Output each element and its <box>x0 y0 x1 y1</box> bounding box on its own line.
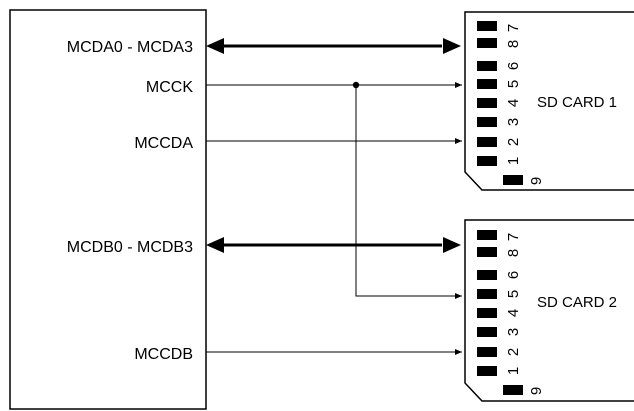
bus-mcdb-arrow <box>206 237 461 253</box>
card1-pin-label: 2 <box>505 138 522 146</box>
sd-card-1-pin-numbers: 7 8 6 5 4 3 2 1 9 <box>505 24 545 185</box>
card1-pin-label: 5 <box>505 80 522 88</box>
card1-pin-label: 3 <box>505 118 522 126</box>
card1-contact-8 <box>477 38 497 48</box>
mcck-branch-line <box>355 85 462 299</box>
card1-pin-label: 7 <box>505 24 522 32</box>
signal-label-mccdb: MCCDB <box>134 346 193 363</box>
sd-card-2-outline <box>464 219 634 402</box>
card2-contact-4 <box>477 308 497 318</box>
card2-contact-3 <box>477 327 497 337</box>
sd-card-2-label: SD CARD 2 <box>537 294 617 311</box>
card2-contact-7 <box>477 230 497 240</box>
sd-card-1-label: SD CARD 1 <box>537 94 617 111</box>
card1-contact-4 <box>477 98 497 108</box>
card2-pin-label: 5 <box>505 290 522 298</box>
card2-pin-label: 6 <box>505 271 522 279</box>
card1-pin-label: 1 <box>505 157 522 165</box>
card2-pin-label: 8 <box>505 249 522 257</box>
signal-label-mcck: MCCK <box>146 79 193 96</box>
card1-contact-9 <box>503 175 523 185</box>
sd-card-2-contacts <box>477 230 523 395</box>
card1-contact-2 <box>477 137 497 147</box>
signal-label-mcdb: MCDB0 - MCDB3 <box>67 239 193 256</box>
sd-card-1-contacts <box>477 21 523 185</box>
card2-pin-label: 7 <box>505 233 522 241</box>
card1-pin-label: 8 <box>505 40 522 48</box>
card2-pin-label: 4 <box>505 309 522 317</box>
card1-pin-label: 9 <box>528 177 545 185</box>
card2-contact-1 <box>477 366 497 376</box>
card2-contact-2 <box>477 347 497 357</box>
card1-contact-5 <box>477 79 497 89</box>
card2-contact-6 <box>477 270 497 280</box>
card1-pin-label: 6 <box>505 62 522 70</box>
sd-card-1: 7 8 6 5 4 3 2 1 9 SD CARD 1 <box>464 11 634 191</box>
card2-contact-9 <box>503 385 523 395</box>
signal-label-mccda: MCCDA <box>134 135 193 152</box>
card1-contact-1 <box>477 156 497 166</box>
card2-contact-8 <box>477 247 497 257</box>
sd-card-2-pin-numbers: 7 8 6 5 4 3 2 1 9 <box>505 233 545 395</box>
card1-contact-3 <box>477 117 497 127</box>
card1-pin-label: 4 <box>505 99 522 107</box>
card2-contact-5 <box>477 289 497 299</box>
sd-card-1-outline <box>464 11 634 191</box>
card2-pin-label: 3 <box>505 328 522 336</box>
controller-box <box>9 9 207 410</box>
card1-contact-7 <box>477 21 497 31</box>
card2-pin-label: 2 <box>505 348 522 356</box>
sd-card-2: 7 8 6 5 4 3 2 1 9 SD CARD 2 <box>464 219 634 402</box>
card2-pin-label: 9 <box>528 387 545 395</box>
bus-mcda-arrow <box>206 38 461 54</box>
card1-contact-6 <box>477 61 497 71</box>
signal-label-mcda: MCDA0 - MCDA3 <box>67 39 193 56</box>
card2-pin-label: 1 <box>505 367 522 375</box>
